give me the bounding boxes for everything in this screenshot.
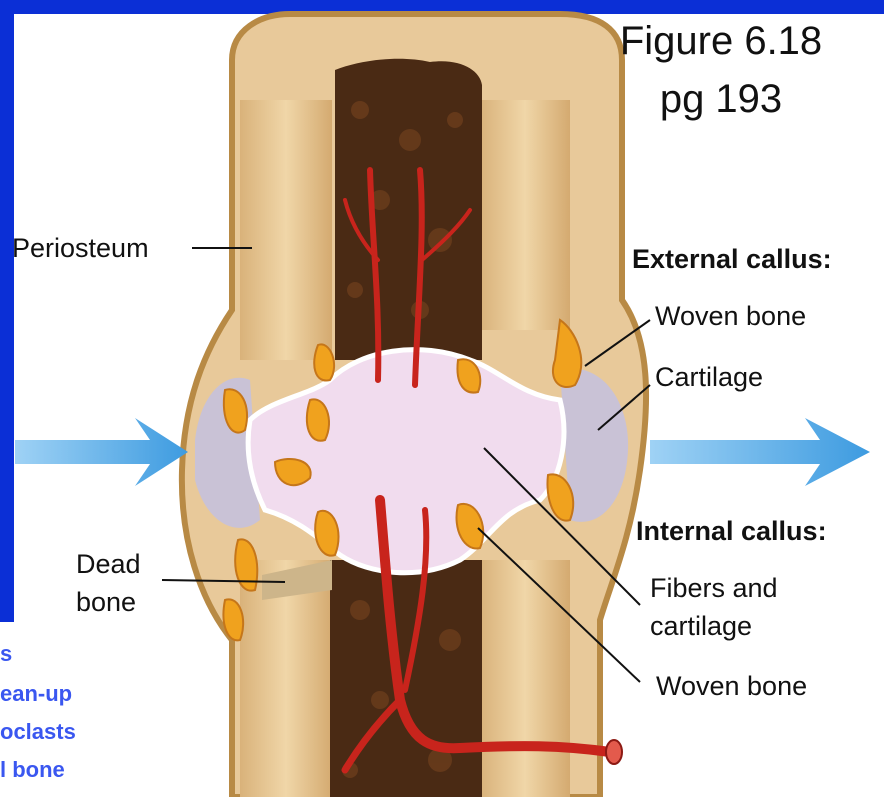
blood-vessel-end bbox=[606, 740, 622, 764]
compact-bone-right bbox=[480, 100, 570, 330]
side-text-line-3: oclasts bbox=[0, 718, 76, 746]
label-fibers-line2: cartilage bbox=[650, 610, 752, 642]
side-text-line-1: s bbox=[0, 640, 12, 668]
side-text-line-2: ean-up bbox=[0, 680, 72, 708]
right-arrow bbox=[650, 418, 870, 486]
figure-number: Figure 6.18 bbox=[600, 18, 842, 64]
label-internal-callus: Internal callus: bbox=[636, 515, 827, 547]
label-fibers-line1: Fibers and bbox=[650, 572, 778, 604]
left-arrow bbox=[15, 418, 188, 486]
compact-bone-right-lower bbox=[480, 560, 570, 797]
label-dead-line1: Dead bbox=[76, 548, 141, 580]
figure-page: pg 193 bbox=[600, 76, 842, 122]
label-cartilage: Cartilage bbox=[655, 361, 763, 393]
label-woven-bone-internal: Woven bone bbox=[656, 670, 807, 702]
label-periosteum: Periosteum bbox=[12, 232, 149, 264]
label-dead-line2: bone bbox=[76, 586, 136, 618]
label-external-callus: External callus: bbox=[632, 243, 832, 275]
label-woven-bone-external: Woven bone bbox=[655, 300, 806, 332]
side-text-line-4: l bone bbox=[0, 756, 65, 784]
compact-bone-left bbox=[240, 100, 332, 360]
